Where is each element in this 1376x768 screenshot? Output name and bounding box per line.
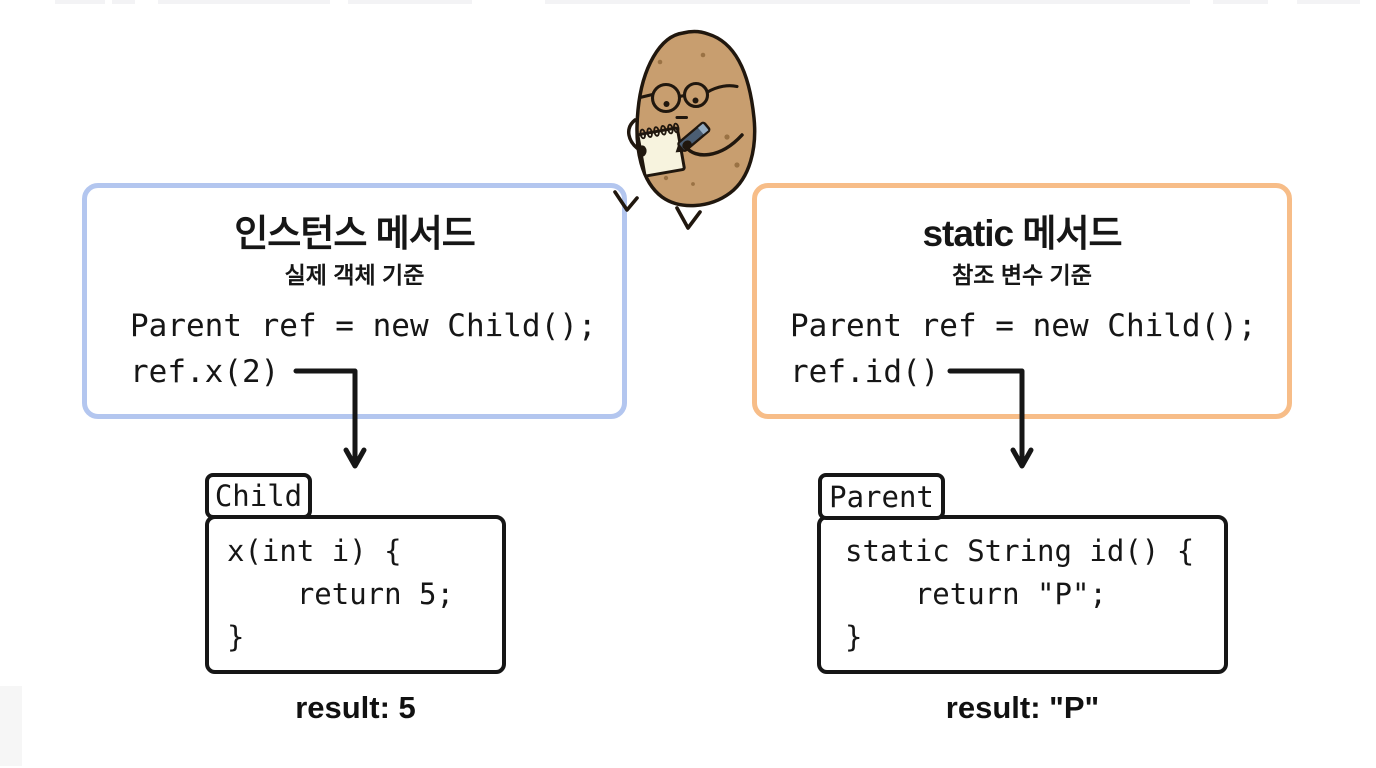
code-line: ref.x(2) bbox=[130, 354, 280, 390]
potato-left-leg bbox=[613, 190, 639, 212]
potato-right-leg bbox=[675, 206, 702, 230]
parent-class-box: static String id() { return "P";} bbox=[817, 515, 1228, 674]
potato-eyes bbox=[663, 97, 699, 107]
glasses-icon bbox=[638, 81, 739, 114]
code-line: } bbox=[227, 620, 245, 654]
parent-class-code: static String id() { return "P";} bbox=[821, 519, 1224, 659]
instance-method-subtitle: 실제 객체 기준 bbox=[284, 262, 425, 288]
static-method-code: Parent ref = new Child(); ref.id() bbox=[790, 303, 1257, 395]
code-line: } bbox=[845, 620, 863, 654]
parent-class-name: Parent bbox=[829, 479, 934, 514]
static-result-text: result: "P" bbox=[945, 690, 1100, 725]
top-crop-artifact bbox=[545, 0, 1190, 4]
code-line: static String id() { bbox=[845, 534, 1195, 568]
static-method-subtitle: 참조 변수 기준 bbox=[952, 262, 1092, 288]
bottom-left-crop-artifact bbox=[0, 686, 22, 766]
code-line: Parent ref = new Child(); bbox=[130, 308, 597, 344]
potato-body bbox=[635, 29, 757, 208]
top-crop-artifact bbox=[158, 0, 330, 4]
static-method-panel: static 메서드 참조 변수 기준 Parent ref = new Chi… bbox=[752, 183, 1292, 419]
child-class-name: Child bbox=[214, 479, 303, 513]
top-crop-artifact bbox=[348, 0, 472, 4]
instance-method-panel: 인스턴스 메서드 실제 객체 기준 Parent ref = new Child… bbox=[82, 183, 627, 419]
code-line: Parent ref = new Child(); bbox=[790, 308, 1257, 344]
parent-class-tab: Parent bbox=[818, 473, 945, 520]
instance-result-text: result: 5 bbox=[295, 690, 416, 725]
top-crop-artifact bbox=[1297, 0, 1360, 4]
top-crop-artifact bbox=[112, 0, 135, 4]
instance-method-title: 인스턴스 메서드 bbox=[234, 213, 476, 254]
code-line: return 5; bbox=[227, 577, 454, 611]
child-class-box: x(int i) { return 5;} bbox=[205, 515, 506, 674]
top-crop-artifact bbox=[55, 0, 105, 4]
code-line: return "P"; bbox=[845, 577, 1107, 611]
top-crop-artifact bbox=[1213, 0, 1268, 4]
code-line: x(int i) { bbox=[227, 534, 402, 568]
potato-right-hand bbox=[682, 140, 692, 150]
potato-left-hand bbox=[637, 145, 647, 157]
instance-method-code: Parent ref = new Child(); ref.x(2) bbox=[130, 303, 597, 395]
static-method-title: static 메서드 bbox=[922, 213, 1122, 254]
child-class-tab: Child bbox=[205, 473, 312, 519]
code-line: ref.id() bbox=[790, 354, 940, 390]
potato-right-arm bbox=[684, 133, 744, 157]
child-class-code: x(int i) { return 5;} bbox=[209, 519, 502, 659]
potato-mascot bbox=[613, 29, 757, 230]
potato-spots bbox=[657, 52, 740, 186]
